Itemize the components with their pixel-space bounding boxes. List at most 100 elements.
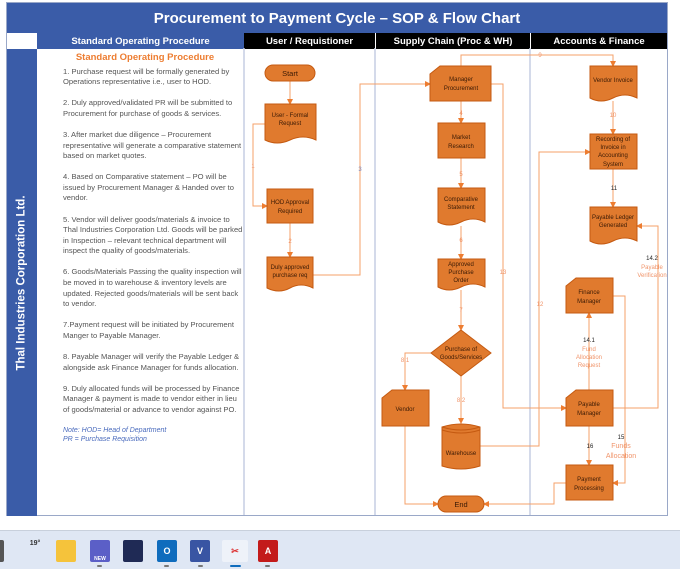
recording-label: System xyxy=(603,162,623,168)
edge-label-1: 1 xyxy=(251,164,255,170)
company-banner: Thal Industries Corporation Ltd. xyxy=(7,49,37,516)
edge-label-8-1: 8.1 xyxy=(401,358,410,364)
comparative-statement-document[interactable] xyxy=(437,187,486,226)
power-bi-icon[interactable] xyxy=(123,540,143,562)
sop-step: 4. Based on Comparative statement – PO w… xyxy=(63,172,234,203)
edge-label-10: 10 xyxy=(610,113,617,119)
acrobat-icon[interactable]: A xyxy=(258,540,278,562)
user-request-label: Request xyxy=(279,121,302,127)
snipping-tool-icon[interactable]: ✂ xyxy=(222,540,248,562)
purchase-order-document[interactable] xyxy=(437,258,486,291)
connector-8-1 xyxy=(402,352,431,391)
edge-label-8-2: 8.2 xyxy=(457,398,466,404)
edge-label-14-2: 14.2 xyxy=(646,256,658,262)
market-label: Market xyxy=(452,135,471,141)
finance-manager-input[interactable] xyxy=(565,277,614,314)
hod-label: Required xyxy=(278,209,302,215)
sop-step: 8. Payable Manager will verify the Payab… xyxy=(63,351,240,372)
connectors xyxy=(252,54,659,507)
sop-step: 6. Goods/Materials Passing the quality i… xyxy=(63,267,242,309)
start-label: Start xyxy=(282,69,299,78)
edge-label-7: 7 xyxy=(459,308,463,314)
sop-step: 3. After market due diligence – Procurem… xyxy=(63,129,242,161)
document-page: Procurement to Payment Cycle – SOP & Flo… xyxy=(6,2,668,516)
payment-processing-process[interactable] xyxy=(565,464,614,501)
visio-icon[interactable]: V xyxy=(190,540,210,562)
market-research-process[interactable] xyxy=(437,122,486,159)
connector-14-2 xyxy=(613,223,659,409)
sop-step: 9. Duly allocated funds will be processe… xyxy=(63,383,240,414)
sop-heading: Standard Operating Procedure xyxy=(75,52,215,63)
purchase-decision[interactable] xyxy=(430,329,492,377)
payable-manager-input[interactable] xyxy=(565,389,614,427)
teams-icon[interactable]: NEW xyxy=(90,540,110,562)
edge-label-13: 13 xyxy=(500,270,507,276)
edge-label-11: 11 xyxy=(611,186,618,192)
sop-column-header: Standard Operating Procedure xyxy=(37,33,244,49)
payment-label: Payment xyxy=(577,477,601,483)
file-explorer-icon[interactable] xyxy=(56,540,76,562)
running-indicator xyxy=(97,565,102,567)
active-indicator xyxy=(230,565,241,567)
edge-label-15-text: Funds xyxy=(611,443,631,450)
connector-vendor-end xyxy=(404,426,439,507)
hod-approval-process[interactable] xyxy=(266,188,314,224)
page-title: Procurement to Payment Cycle – SOP & Flo… xyxy=(7,3,667,33)
edge-labels: 1 2 3 4 5 6 7 8.1 8.2 9 10 11 12 13 14.1… xyxy=(251,53,666,460)
lane-header-user: User / Requistioner xyxy=(244,33,375,49)
node-labels: Start User - Formal Request HOD Approval… xyxy=(271,69,634,509)
ledger-label: Payable Ledger xyxy=(592,215,634,221)
sop-step: 2. Duly approved/validated PR will be su… xyxy=(63,98,233,118)
connector-1 xyxy=(252,123,268,209)
ledger-label: Generated xyxy=(599,223,627,229)
start-terminator[interactable] xyxy=(264,64,316,82)
edge-label-14-2-text: Payable xyxy=(641,265,663,271)
end-label: End xyxy=(454,500,467,509)
vendor-invoice-document[interactable] xyxy=(589,65,638,102)
po-label: Approved xyxy=(448,262,474,268)
weather-temp: 19° xyxy=(29,540,41,547)
sop-step: 5. Vendor will deliver goods/materials &… xyxy=(63,214,243,256)
recording-label: Recording of xyxy=(596,137,630,143)
connector-3 xyxy=(313,81,431,276)
flowchart: Start User - Formal Request HOD Approval… xyxy=(243,48,667,515)
edge-label-5: 5 xyxy=(459,172,463,178)
teams-badge: NEW xyxy=(94,556,106,562)
edge-label-14-1-text: Allocation xyxy=(576,355,602,361)
payable-ledger-document[interactable] xyxy=(589,206,638,245)
edge-label-6: 6 xyxy=(459,238,463,244)
weather-icon[interactable]: 19° xyxy=(25,540,45,562)
comparative-label: Comparative xyxy=(444,197,479,203)
manager-procurement-input[interactable] xyxy=(429,65,492,102)
po-label: Order xyxy=(453,278,468,284)
running-indicator xyxy=(164,565,169,567)
duly-label: Duly approved xyxy=(271,265,310,271)
warehouse-database-rim xyxy=(441,426,481,434)
lane-dividers xyxy=(243,48,531,515)
sop-step: 7.Payment request will be initiated by P… xyxy=(63,320,234,340)
duly-approved-document[interactable] xyxy=(266,256,314,292)
edge-label-14-2-text: Verification xyxy=(637,273,666,279)
app-icon[interactable] xyxy=(0,540,4,562)
user-request-document[interactable] xyxy=(264,103,317,144)
running-indicator xyxy=(198,565,203,567)
user-request-label: User - Formal xyxy=(272,113,309,119)
edge-label-14-1: 14.1 xyxy=(583,338,595,344)
warehouse-database[interactable] xyxy=(441,423,481,470)
duly-label: purchase req xyxy=(272,273,307,279)
market-label: Research xyxy=(448,144,474,150)
outlook-icon[interactable]: O xyxy=(157,540,177,562)
edge-label-4: 4 xyxy=(459,111,463,117)
mgr-proc-label: Manager xyxy=(449,77,473,83)
recording-invoice-process[interactable] xyxy=(589,133,638,170)
end-terminator[interactable] xyxy=(437,495,485,513)
po-label: Purchase xyxy=(448,270,474,276)
edge-label-16: 16 xyxy=(587,444,594,450)
warehouse-label: Warehouse xyxy=(446,451,477,457)
connector-12 xyxy=(480,149,591,447)
edge-label-15: 15 xyxy=(618,435,625,441)
connector-9 xyxy=(460,54,616,67)
vendor-input[interactable] xyxy=(381,389,430,427)
edge-label-2: 2 xyxy=(288,239,292,245)
vendor-label: Vendor xyxy=(395,407,414,413)
